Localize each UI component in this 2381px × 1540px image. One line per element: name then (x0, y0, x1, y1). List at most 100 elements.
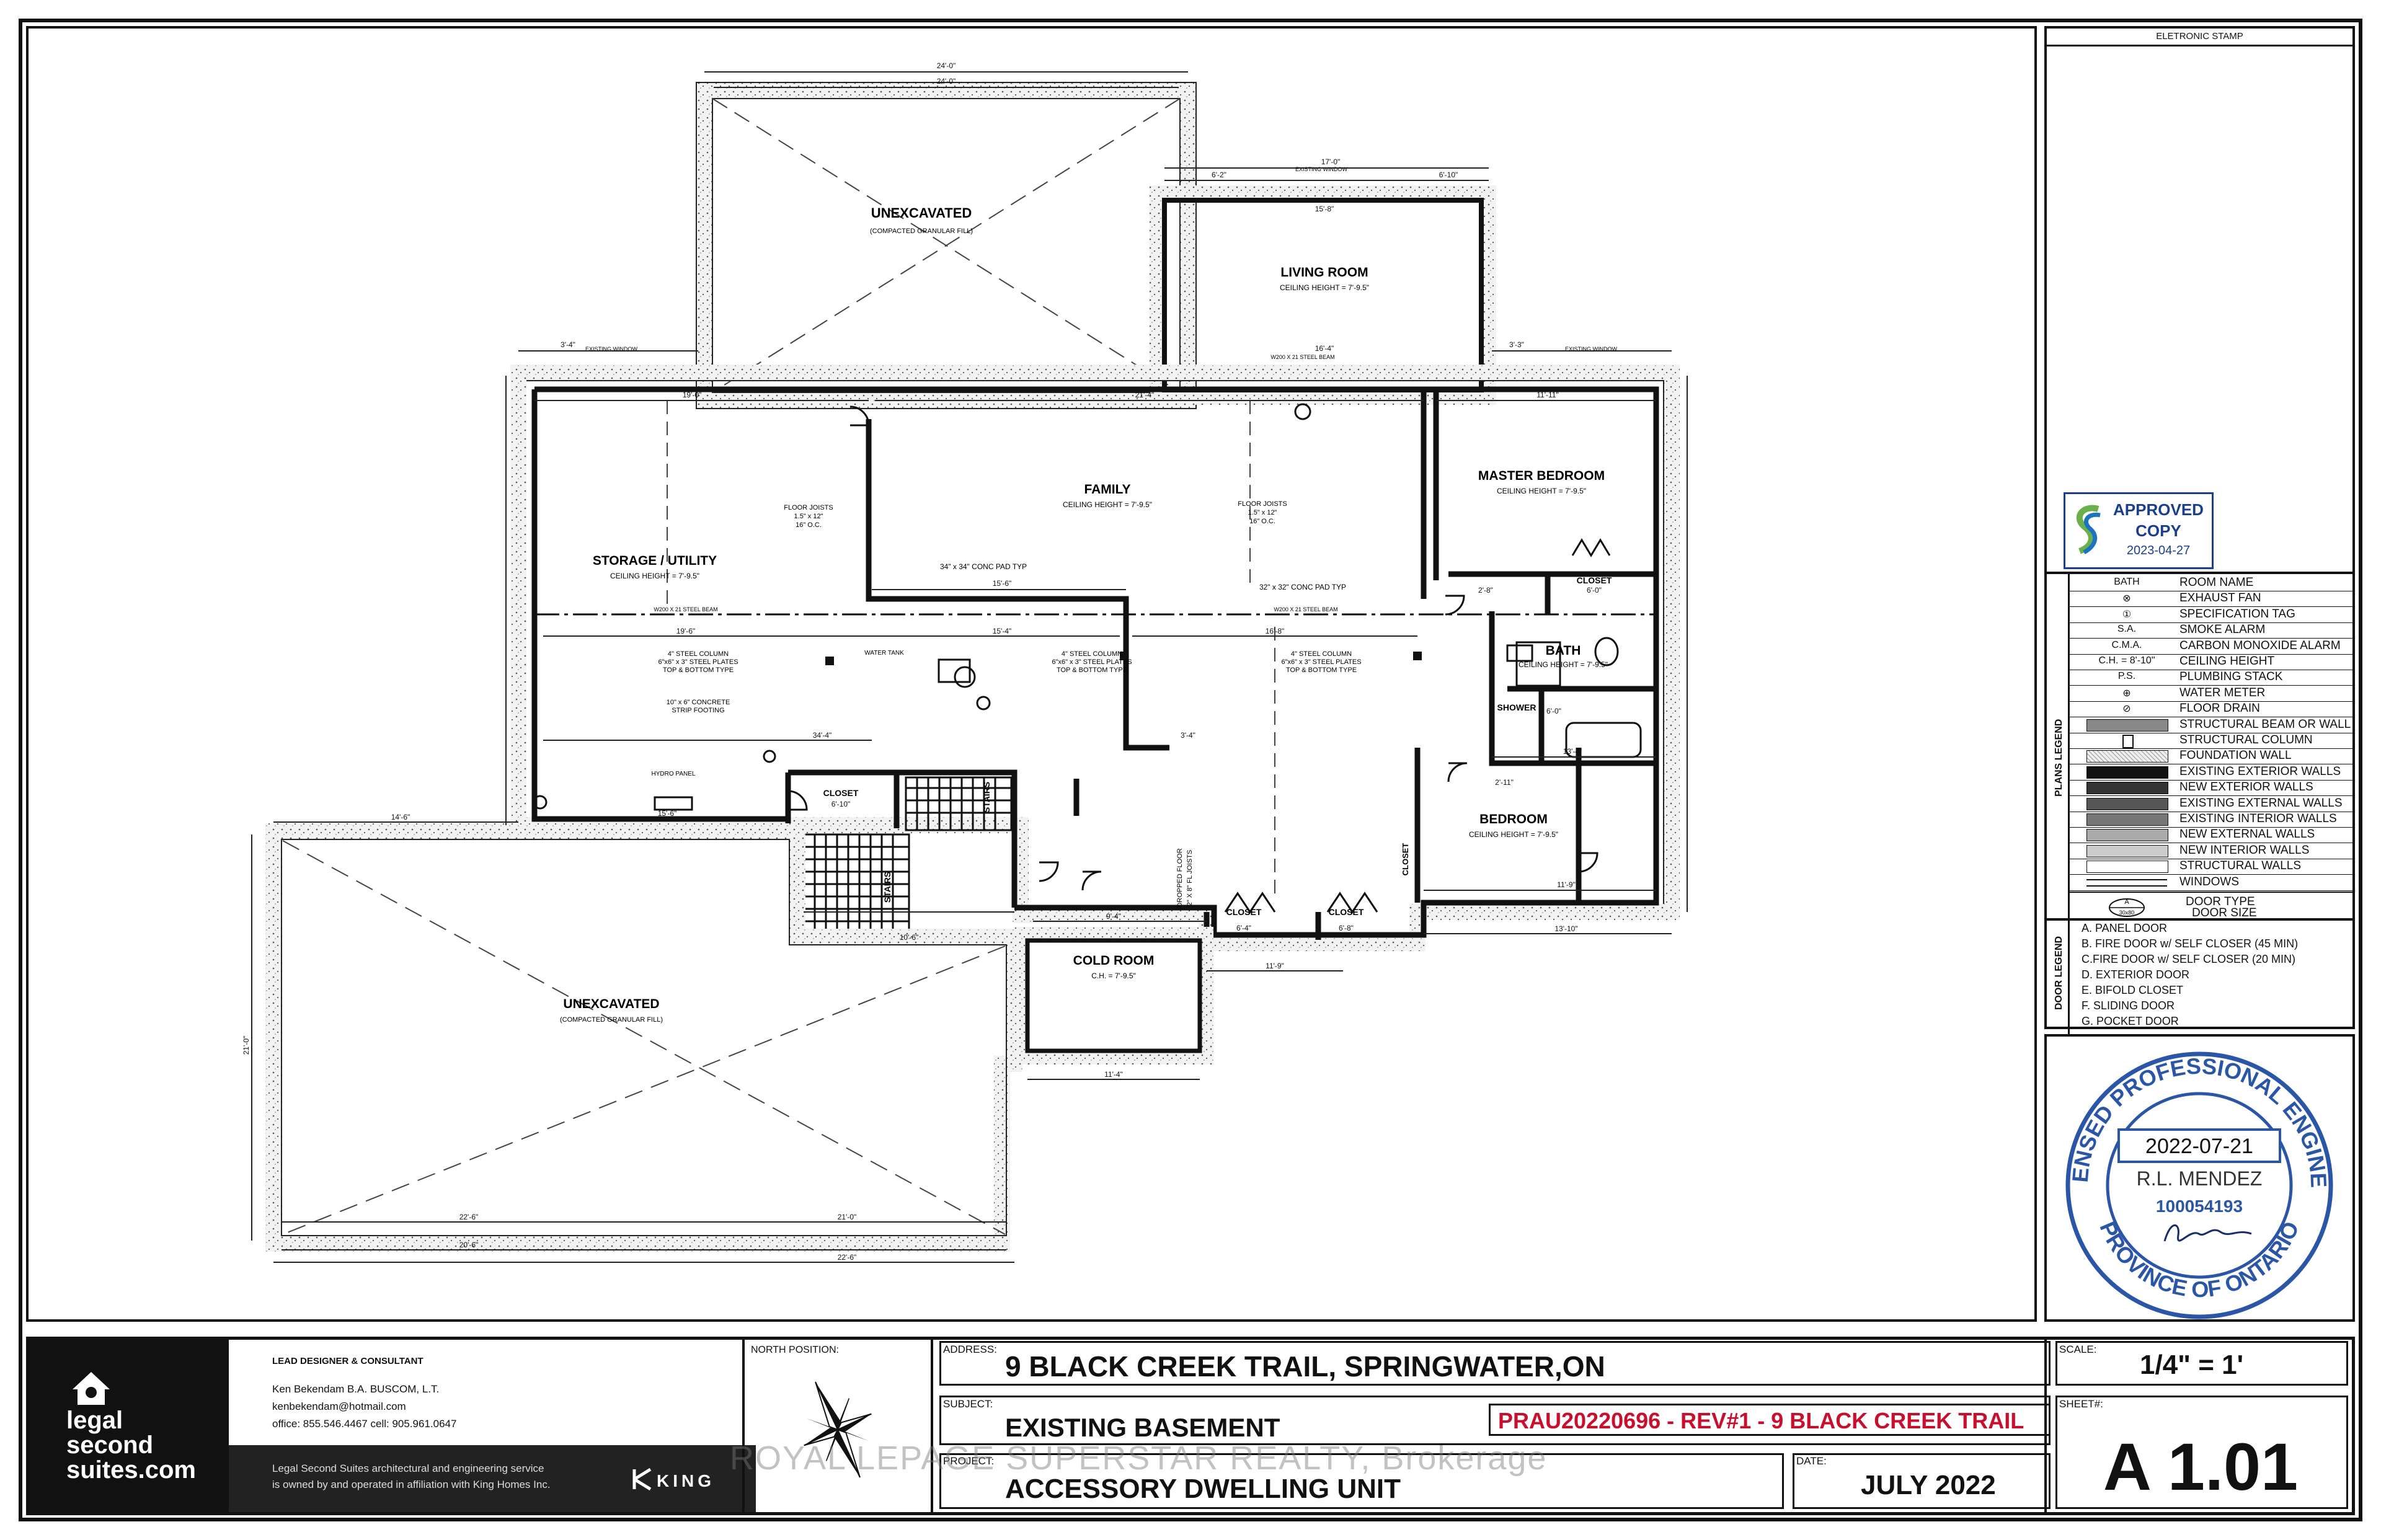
legend-row-6: P.S.PLUMBING STACK (2068, 670, 2352, 686)
signature-icon (2163, 1224, 2252, 1242)
permit-ref-box (1489, 1404, 2051, 1436)
legend-label-12: EXISTING EXTERIOR WALLS (2179, 764, 2341, 778)
sheet-value: A 1.01 (2103, 1429, 2299, 1504)
unexcavated-top-area (696, 82, 1197, 409)
svg-text:22'-6": 22'-6" (459, 1213, 479, 1221)
svg-text:2'-8": 2'-8" (1478, 586, 1493, 595)
seal-name: R.L. MENDEZ (2137, 1167, 2263, 1190)
steel-columns (825, 652, 1422, 665)
svg-text:21'-0": 21'-0" (838, 1213, 857, 1221)
legend-row-14: EXISTING EXTERNAL WALLS (2068, 796, 2352, 812)
svg-text:FLOOR JOISTS: FLOOR JOISTS (1238, 500, 1287, 508)
legend-row-8: ⊘FLOOR DRAIN (2068, 701, 2352, 718)
svg-text:11'-9": 11'-9" (1266, 962, 1284, 970)
svg-text:6'-10": 6'-10" (1439, 170, 1458, 179)
electronic-stamp-panel: ELETRONIC STAMP APPROVED COPY 2023-04-27… (2044, 26, 2355, 1046)
svg-text:15'-6": 15'-6" (993, 579, 1012, 588)
svg-text:9'-4": 9'-4" (1106, 912, 1121, 921)
legend-symbol-1: ⊗ (2122, 593, 2131, 604)
svg-text:4" STEEL COLUMN: 4" STEEL COLUMN (668, 650, 729, 658)
storage-utility-label: STORAGE / UTILITY (593, 554, 717, 568)
legend-row-5: C.H. = 8'-10"CEILING HEIGHT (2068, 654, 2352, 670)
svg-text:STRIP FOOTING: STRIP FOOTING (672, 707, 724, 714)
unexcavated-top-label: UNEXCAVATED (871, 205, 972, 221)
svg-text:1.5" x 12": 1.5" x 12" (794, 513, 823, 520)
svg-text:11'-4": 11'-4" (1104, 1070, 1123, 1079)
north-label: NORTH POSITION: (751, 1345, 839, 1355)
legend-row-10: STRUCTURAL COLUMN (2068, 733, 2352, 749)
dimension-lines (251, 71, 1688, 1263)
svg-text:6"x6" x 3" STEEL PLATES: 6"x6" x 3" STEEL PLATES (658, 658, 738, 666)
svg-text:16'-4": 16'-4" (1315, 344, 1334, 353)
svg-text:CEILING HEIGHT = 7'-9.5": CEILING HEIGHT = 7'-9.5" (1280, 283, 1369, 292)
realty-watermark: ROYAL LEPAGE SUPERSTAR REALTY, Brokerage (730, 1440, 1548, 1477)
legend-label-1: EXHAUST FAN (2179, 591, 2261, 605)
legend-symbol-19 (2086, 878, 2167, 887)
svg-text:FLOOR JOISTS: FLOOR JOISTS (784, 504, 833, 511)
cold-room-label: COLD ROOM (1073, 954, 1155, 968)
unexcavated-bottom-label: UNEXCAVATED (563, 997, 659, 1011)
svg-text:CEILING HEIGHT = 7'-9.5": CEILING HEIGHT = 7'-9.5" (1519, 660, 1608, 669)
subject-value: EXISTING BASEMENT (1005, 1413, 1280, 1442)
designer-panel: LEAD DESIGNER & CONSULTANT Ken Bekendam … (229, 1340, 756, 1512)
shower-label: SHOWER (1497, 702, 1536, 712)
svg-text:CEILING HEIGHT = 7'-9.5": CEILING HEIGHT = 7'-9.5" (1497, 487, 1586, 495)
svg-text:3'-3": 3'-3" (1509, 340, 1524, 349)
svg-text:TOP & BOTTOM TYPE: TOP & BOTTOM TYPE (663, 666, 734, 674)
legend-label-19: WINDOWS (2179, 875, 2240, 888)
door-legend-item-4: E. BIFOLD CLOSET (2082, 984, 2184, 996)
company-note-line1: Legal Second Suites architectural and en… (272, 1463, 544, 1474)
designer-phone: office: 855.546.4467 cell: 905.961.0647 (272, 1418, 457, 1430)
svg-text:3'-4": 3'-4" (561, 340, 575, 349)
legend-symbol-17 (2086, 844, 2168, 857)
svg-text:32" x 32" CONC PAD TYP: 32" x 32" CONC PAD TYP (1259, 583, 1346, 591)
bath-label: BATH (1546, 644, 1581, 658)
plans-legend-title: PLANS LEGEND (2054, 719, 2064, 797)
svg-text:CEILING HEIGHT = 7'-9.5": CEILING HEIGHT = 7'-9.5" (610, 572, 699, 580)
bath-fixtures (1506, 637, 1642, 758)
legend-symbol-3: S.A. (2117, 624, 2137, 635)
door-tag-icon: A 30x80 (2109, 898, 2145, 917)
logo-line3: suites.com (66, 1456, 196, 1484)
svg-text:TOP & BOTTOM TYPE: TOP & BOTTOM TYPE (1286, 666, 1357, 674)
svg-text:6'-4": 6'-4" (1236, 924, 1251, 932)
svg-text:4" STEEL COLUMN: 4" STEEL COLUMN (1062, 650, 1122, 658)
seal-number: 100054193 (2156, 1197, 2243, 1216)
door-legend-title: DOOR LEGEND (2054, 936, 2064, 1010)
svg-text:19'-0": 19'-0" (683, 391, 702, 399)
legend-symbol-9 (2086, 719, 2168, 732)
legend-row-18: STRUCTURAL WALLS (2068, 859, 2352, 875)
house-logo-icon (73, 1372, 110, 1405)
legend-label-11: FOUNDATION WALL (2179, 749, 2292, 763)
legend-symbol-8: ⊘ (2122, 704, 2131, 715)
svg-text:6"x6" x 3" STEEL PLATES: 6"x6" x 3" STEEL PLATES (1281, 658, 1361, 666)
svg-text:17'-0": 17'-0" (1321, 157, 1341, 166)
address-value: 9 BLACK CREEK TRAIL, SPRINGWATER,ON (1005, 1350, 1605, 1383)
legend-symbol-5: C.H. = 8'-10" (2098, 655, 2155, 666)
svg-text:15'-4": 15'-4" (993, 627, 1012, 635)
main-foundation (510, 365, 1680, 951)
engineer-seal-box: LICENSED PROFESSIONAL ENGINEER PROVINCE … (2039, 1016, 2355, 1322)
project-value: ACCESSORY DWELLING UNIT (1005, 1474, 1401, 1504)
svg-text:W200 X 21 STEEL BEAM: W200 X 21 STEEL BEAM (654, 606, 717, 613)
svg-text:PROVINCE OF ONTARIO: PROVINCE OF ONTARIO (2095, 1218, 2303, 1302)
legend-label-13: NEW EXTERIOR WALLS (2179, 781, 2313, 794)
svg-text:EXISTING WINDOW: EXISTING WINDOW (585, 346, 638, 352)
svg-text:1.5" x 12": 1.5" x 12" (1248, 509, 1277, 516)
hydro-panel-label: HYDRO PANEL (652, 771, 696, 777)
legend-label-9: STRUCTURAL BEAM OR WALL (2179, 717, 2351, 731)
project-label: PROJECT: (943, 1455, 995, 1467)
svg-text:13'-10": 13'-10" (1554, 924, 1577, 933)
unexcavated-bottom-area (265, 823, 1022, 1252)
designer-email: kenbekendam@hotmail.com (272, 1401, 406, 1412)
north-arrow-icon (804, 1381, 872, 1478)
legend-row-7: ⊕WATER METER (2068, 686, 2352, 702)
svg-text:2'-11": 2'-11" (1495, 778, 1514, 787)
svg-text:C.H. = 7'-9.5": C.H. = 7'-9.5" (1091, 971, 1136, 980)
north-position-panel: NORTH POSITION: (742, 1340, 933, 1512)
legend-symbol-7: ⊕ (2122, 688, 2131, 699)
king-logo-text: KING (657, 1471, 715, 1490)
svg-text:3'-4": 3'-4" (1181, 731, 1195, 740)
legend-symbol-13 (2086, 782, 2168, 795)
svg-text:EXISTING WINDOW: EXISTING WINDOW (1295, 166, 1348, 172)
